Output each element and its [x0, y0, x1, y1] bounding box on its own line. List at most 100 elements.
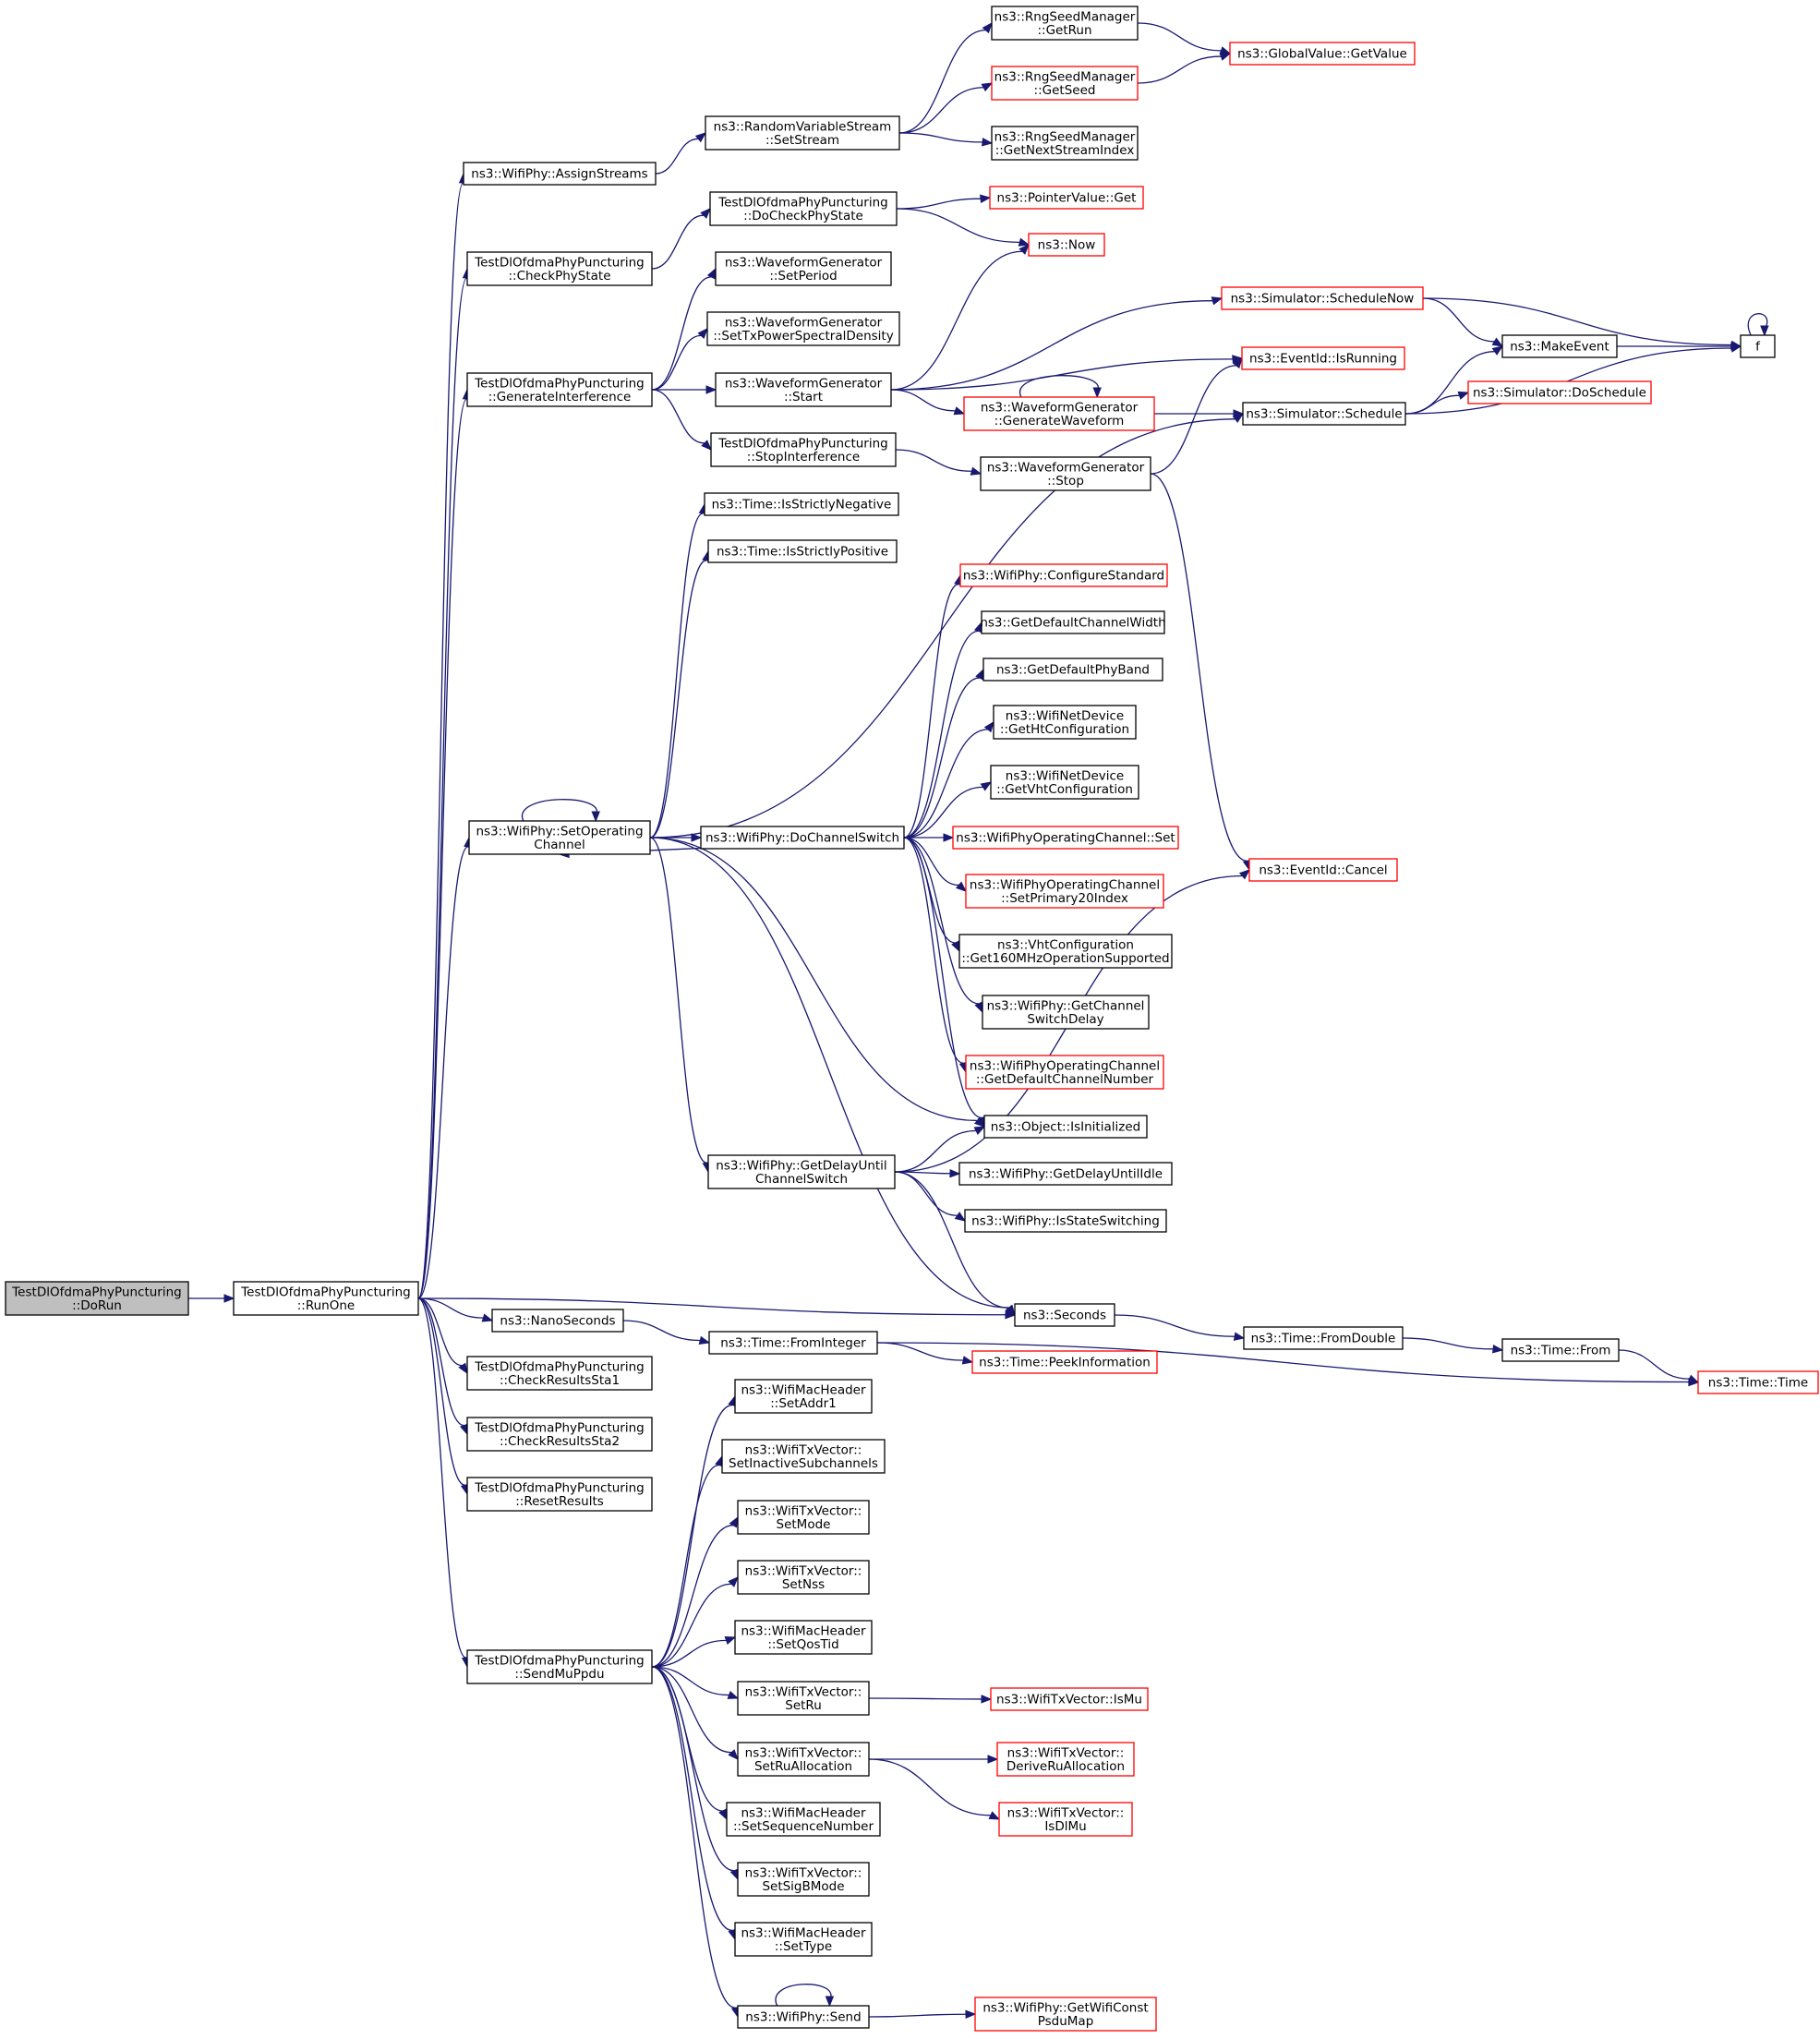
function-node-n26[interactable]: ns3::Time::IsStrictlyPositive [707, 539, 898, 563]
call-edge-n49-n50 [876, 1342, 974, 1365]
function-node-n17[interactable]: ns3::EventId::IsRunning [1241, 346, 1405, 370]
function-node-n28[interactable]: ns3::GetDefaultChannelWidth [980, 610, 1166, 634]
function-node-n00[interactable]: TestDlOfdmaPhyPuncturing::DoRun [5, 1281, 189, 1316]
function-node-n13[interactable]: ns3::WaveformGenerator::SetTxPowerSpectr… [706, 311, 900, 346]
function-node-n18[interactable]: ns3::MakeEvent [1501, 334, 1618, 358]
function-node-n02[interactable]: ns3::WifiPhy::AssignStreams [463, 162, 657, 186]
function-node-n34[interactable]: ns3::WifiPhyOperatingChannel::Set [952, 826, 1179, 850]
function-node-n09[interactable]: ns3::PointerValue::Get [989, 186, 1144, 210]
function-node-n62[interactable]: ns3::WifiTxVector::SetRuAllocation [737, 1742, 870, 1777]
function-node-n59[interactable]: TestDlOfdmaPhyPuncturing::SendMuPpdu [466, 1649, 653, 1684]
function-node-n33[interactable]: ns3::WifiPhy::DoChannelSwitch [700, 826, 905, 850]
function-node-n27[interactable]: ns3::WifiPhy::ConfigureStandard [959, 563, 1168, 587]
function-node-n55[interactable]: TestDlOfdmaPhyPuncturing::ResetResults [466, 1477, 653, 1512]
edge-line [651, 1666, 729, 1696]
function-node-n21[interactable]: ns3::Simulator::Schedule [1242, 402, 1406, 426]
node-label: ::GetRun [1037, 23, 1091, 38]
function-node-n08[interactable]: TestDlOfdmaPhyPuncturing::DoCheckPhyStat… [709, 191, 898, 226]
call-edge-n44-n45 [1114, 1314, 1246, 1341]
node-label: ns3::WaveformGenerator [725, 315, 883, 330]
node-box [466, 1356, 653, 1391]
function-node-n20[interactable]: ns3::WaveformGenerator::GenerateWaveform [963, 396, 1155, 431]
function-node-n42[interactable]: ns3::WifiPhy::GetDelayUntilIdle [958, 1162, 1173, 1186]
node-box [737, 1500, 870, 1535]
function-node-n67[interactable]: ns3::WifiMacHeader::SetType [734, 1922, 873, 1957]
function-node-n48[interactable]: ns3::NanoSeconds [491, 1309, 624, 1333]
edge-line [651, 334, 702, 391]
function-node-n29[interactable]: ns3::GetDefaultPhyBand [982, 658, 1163, 682]
function-node-n03[interactable]: ns3::RandomVariableStream::SetStream [705, 115, 900, 151]
function-node-n44[interactable]: ns3::Seconds [1014, 1303, 1115, 1327]
node-label: ns3::WifiPhy::AssignStreams [471, 167, 647, 182]
function-node-n24[interactable]: ns3::WaveformGenerator::Stop [980, 456, 1151, 491]
function-node-n43[interactable]: ns3::WifiPhy::IsStateSwitching [964, 1209, 1167, 1233]
node-box [721, 1439, 886, 1474]
function-node-n51[interactable]: TestDlOfdmaPhyPuncturing::CheckResultsSt… [466, 1356, 653, 1391]
node-box [715, 251, 892, 286]
function-node-n53[interactable]: TestDlOfdmaPhyPuncturing::CheckResultsSt… [466, 1417, 653, 1452]
function-node-n19[interactable]: f [1740, 334, 1776, 358]
function-node-n35[interactable]: ns3::EventId::Cancel [1248, 858, 1398, 882]
function-node-n14[interactable]: TestDlOfdmaPhyPuncturing::GenerateInterf… [466, 372, 653, 407]
function-node-n04[interactable]: ns3::RngSeedManager::GetRun [991, 6, 1139, 41]
function-node-n63[interactable]: ns3::WifiTxVector::DeriveRuAllocation [996, 1742, 1135, 1777]
node-label: ns3::WifiPhyOperatingChannel [970, 877, 1160, 892]
call-edge-n41-n43 [894, 1171, 967, 1222]
function-node-n07[interactable]: ns3::RngSeedManager::GetNextStreamIndex [991, 126, 1139, 161]
function-node-n60[interactable]: ns3::WifiTxVector::SetRu [737, 1681, 870, 1716]
node-label: ns3::WifiNetDevice [1006, 768, 1124, 783]
function-node-n46[interactable]: ns3::Time::From [1501, 1338, 1620, 1362]
arrowhead [705, 385, 717, 394]
call-edge-n32-n40 [649, 837, 986, 1128]
call-edge-n01-n02 [417, 172, 468, 1299]
edge-line [1747, 313, 1768, 336]
function-node-n12[interactable]: ns3::WaveformGenerator::SetPeriod [715, 251, 892, 286]
function-node-n65[interactable]: ns3::WifiMacHeader::SetSequenceNumber [726, 1802, 881, 1837]
function-node-n30[interactable]: ns3::WifiNetDevice::GetHtConfiguration [993, 705, 1137, 740]
call-edge-n62-n64 [868, 1758, 1001, 1820]
call-edges [188, 21, 1769, 2020]
function-node-n05[interactable]: ns3::GlobalValue::GetValue [1229, 42, 1416, 66]
function-node-n39[interactable]: ns3::WifiPhyOperatingChannel::GetDefault… [965, 1055, 1164, 1090]
function-node-n23[interactable]: TestDlOfdmaPhyPuncturing::StopInterferen… [710, 432, 897, 467]
edge-line [651, 1666, 736, 2009]
arrowhead [973, 1126, 986, 1135]
function-node-n54[interactable]: ns3::WifiTxVector::SetInactiveSubchannel… [721, 1439, 886, 1474]
function-node-n36[interactable]: ns3::WifiPhyOperatingChannel::SetPrimary… [965, 874, 1164, 909]
function-node-n15[interactable]: ns3::WaveformGenerator::Start [715, 372, 892, 407]
function-node-n10[interactable]: ns3::Now [1028, 233, 1105, 257]
function-node-n49[interactable]: ns3::Time::FromInteger [708, 1331, 878, 1355]
node-label: ChannelSwitch [755, 1172, 848, 1187]
function-node-n01[interactable]: TestDlOfdmaPhyPuncturing::RunOne [233, 1281, 419, 1316]
function-node-n45[interactable]: ns3::Time::FromDouble [1243, 1326, 1404, 1350]
function-node-n50[interactable]: ns3::Time::PeekInformation [971, 1350, 1158, 1374]
function-node-n66[interactable]: ns3::WifiTxVector::SetSigBMode [737, 1862, 870, 1897]
function-node-n68[interactable]: ns3::WifiPhy::Send [737, 2005, 870, 2029]
function-node-n56[interactable]: ns3::WifiTxVector::SetMode [737, 1500, 870, 1535]
function-node-n61[interactable]: ns3::WifiTxVector::IsMu [990, 1687, 1149, 1711]
function-node-n31[interactable]: ns3::WifiNetDevice::GetVhtConfiguration [990, 765, 1139, 800]
function-node-n06[interactable]: ns3::RngSeedManager::GetSeed [991, 66, 1139, 101]
call-edge-n33-n31 [903, 781, 993, 839]
node-label: ns3::PointerValue::Get [997, 191, 1137, 206]
edge-line [896, 198, 982, 210]
function-node-n40[interactable]: ns3::Object::IsInitialized [983, 1115, 1148, 1139]
function-node-n16[interactable]: ns3::Simulator::ScheduleNow [1221, 286, 1424, 310]
function-node-n11[interactable]: TestDlOfdmaPhyPuncturing::CheckPhyState [466, 251, 653, 286]
function-node-n57[interactable]: ns3::WifiTxVector::SetNss [737, 1560, 870, 1595]
function-node-n52[interactable]: ns3::WifiMacHeader::SetAddr1 [734, 1379, 873, 1414]
node-box [990, 1687, 1149, 1711]
function-node-n22[interactable]: ns3::Simulator::DoSchedule [1467, 380, 1652, 404]
function-node-n37[interactable]: ns3::VhtConfiguration::Get160MHzOperatio… [958, 934, 1173, 969]
edge-line [894, 1171, 958, 1216]
function-node-n25[interactable]: ns3::Time::IsStrictlyNegative [704, 492, 899, 516]
function-node-n47[interactable]: ns3::Time::Time [1697, 1370, 1819, 1394]
function-node-n64[interactable]: ns3::WifiTxVector::IsDlMu [998, 1802, 1133, 1837]
function-node-n58[interactable]: ns3::WifiMacHeader::SetQosTid [734, 1620, 873, 1655]
node-label: ::SetAddr1 [770, 1396, 837, 1411]
edge-line [649, 837, 1009, 1309]
